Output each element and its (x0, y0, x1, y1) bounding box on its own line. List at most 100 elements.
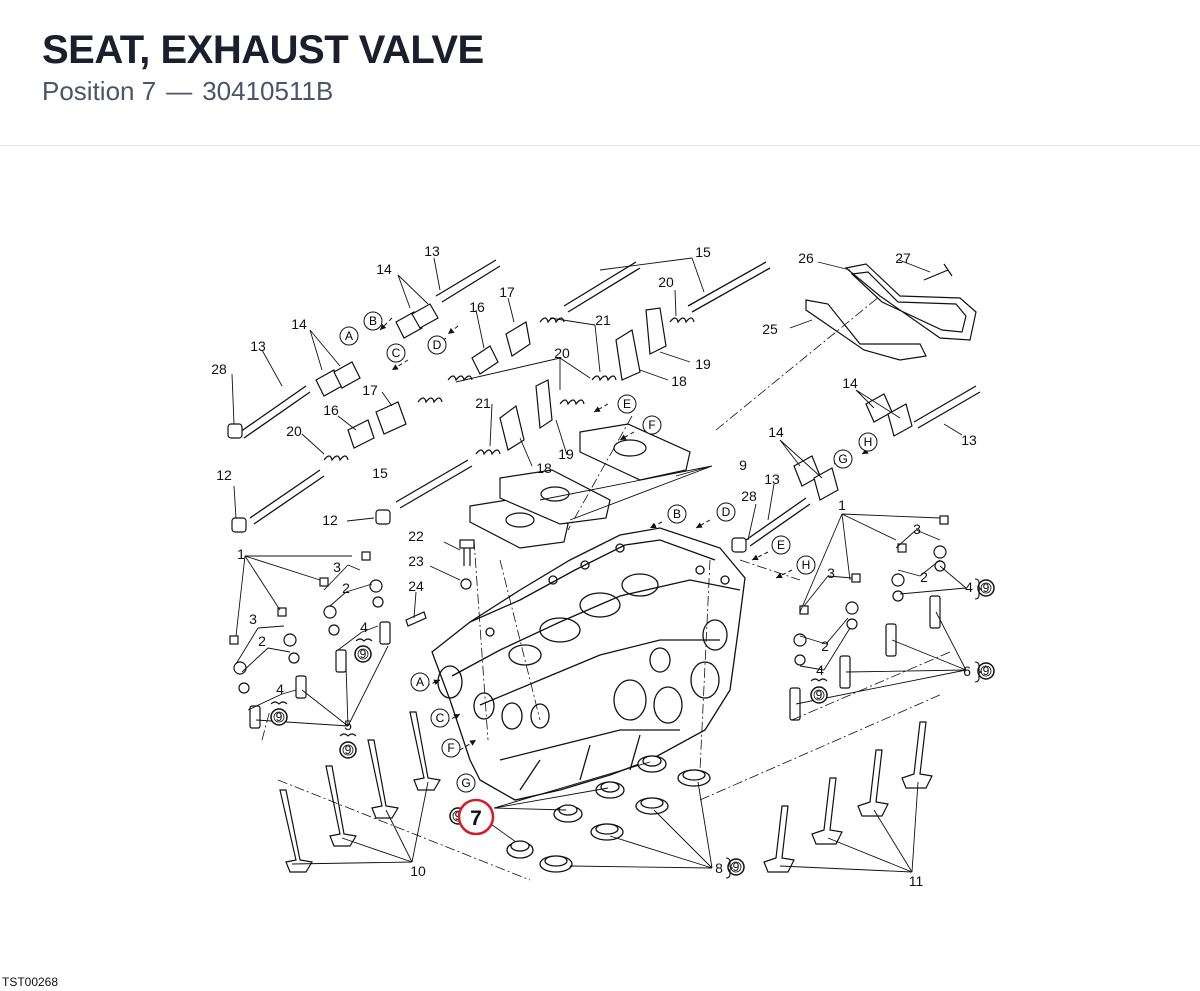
callout-21: 21 (595, 312, 611, 328)
letter-d: D (722, 505, 731, 519)
letter-c: C (436, 711, 445, 725)
kit-brackets (270, 578, 983, 879)
callout-13: 13 (764, 471, 780, 487)
callout-14: 14 (291, 316, 307, 332)
letter-f: F (447, 741, 454, 755)
letter-g: G (838, 452, 847, 466)
callout-12: 12 (322, 512, 338, 528)
letter-h: H (802, 558, 811, 572)
kit-mark-6: 9 (810, 686, 828, 704)
letter-markers: A B C D E F G H B D E H A C F G (339, 311, 878, 793)
letter-marker-g1: G (833, 449, 853, 469)
callout-14: 14 (768, 424, 784, 440)
subtitle-separator: — (166, 76, 193, 106)
page-header: SEAT, EXHAUST VALVE Position 7 — 30410511B (0, 0, 1200, 146)
position-label: Position 7 (42, 76, 157, 106)
kit-mark-label: 9 (816, 688, 823, 702)
kit-mark-3: 9 (339, 741, 357, 759)
callout-15: 15 (372, 465, 388, 481)
cover-gasket (805, 263, 977, 361)
callout-9: 9 (739, 457, 747, 473)
callout-15: 15 (695, 244, 711, 260)
bolts-and-plugs (227, 423, 747, 627)
letter-marker-d1: D (427, 335, 447, 355)
letter-marker-c1: C (386, 343, 406, 363)
callout-2: 2 (920, 569, 928, 585)
callout-20: 20 (286, 423, 302, 439)
rocker-arms (315, 303, 913, 501)
letter-c: C (392, 346, 401, 360)
callout-22: 22 (408, 528, 424, 544)
callout-17: 17 (499, 284, 515, 300)
callout-4: 4 (816, 662, 824, 678)
letter-marker-c2: C (430, 708, 450, 728)
callout-5: 5 (344, 717, 352, 733)
highlight-callout-position-7: 7 (457, 798, 495, 836)
letter-marker-f2: F (441, 738, 461, 758)
letter-g: G (461, 776, 470, 790)
callout-1: 1 (838, 497, 846, 513)
highlight-ring (457, 798, 495, 836)
callout-14: 14 (842, 375, 858, 391)
valves (279, 711, 933, 873)
callout-13: 13 (250, 338, 266, 354)
kit-mark-label: 9 (345, 743, 352, 757)
callout-12: 12 (216, 467, 232, 483)
callout-27: 27 (895, 250, 911, 266)
letter-a: A (345, 329, 353, 343)
kit-mark-label: 9 (733, 860, 740, 874)
callout-3: 3 (913, 521, 921, 537)
callout-17: 17 (362, 382, 378, 398)
callout-6: 6 (963, 663, 971, 679)
callout-10: 10 (410, 863, 426, 879)
letter-d: D (433, 338, 442, 352)
letter-e: E (623, 397, 631, 411)
letter-b: B (673, 507, 681, 521)
callout-28: 28 (211, 361, 227, 377)
callout-4: 4 (965, 579, 973, 595)
letter-h: H (864, 435, 873, 449)
rocker-shafts (239, 259, 981, 547)
letter-e: E (777, 538, 785, 552)
callout-20: 20 (658, 274, 674, 290)
valve-guides-and-seals (229, 515, 949, 729)
kit-mark-2: 9 (270, 708, 288, 726)
callout-3: 3 (249, 611, 257, 627)
letter-marker-h1: H (858, 432, 878, 452)
letter-marker-h2: H (796, 555, 816, 575)
kit-mark-label: 9 (983, 581, 990, 595)
leader-lines (231, 257, 967, 873)
letter-a: A (416, 675, 424, 689)
letter-marker-g2: G (456, 773, 476, 793)
callout-16: 16 (469, 299, 485, 315)
letter-marker-b1: B (363, 311, 383, 331)
kit-mark-4: 9 (977, 579, 995, 597)
callout-25: 25 (762, 321, 778, 337)
callout-14: 14 (376, 261, 392, 277)
part-number: 30410511B (202, 76, 334, 106)
callout-18: 18 (671, 373, 687, 389)
callout-20: 20 (554, 345, 570, 361)
callout-8: 8 (715, 860, 723, 876)
callout-19: 19 (695, 356, 711, 372)
callout-21: 21 (475, 395, 491, 411)
drawing-code: TST00268 (2, 975, 59, 989)
callout-numbers: 1 1 2 2 2 2 3 3 3 3 4 4 4 4 5 6 8 10 11 … (211, 243, 977, 889)
letter-marker-e1: E (617, 394, 637, 414)
exploded-parts-diagram: A B C D E F G H B D E H A C F G 9 9 9 9 … (211, 243, 995, 889)
callout-26: 26 (798, 250, 814, 266)
highlight-label: 7 (470, 807, 482, 830)
callout-18: 18 (536, 460, 552, 476)
camshaft-caps (469, 423, 691, 549)
page-subtitle: Position 7 — 30410511B (42, 76, 333, 107)
letter-marker-e2: E (771, 535, 791, 555)
callout-11: 11 (909, 873, 924, 889)
callout-2: 2 (258, 633, 266, 649)
letter-f: F (648, 418, 655, 432)
cylinder-head (431, 527, 746, 801)
page-title: SEAT, EXHAUST VALVE (42, 28, 484, 72)
letter-marker-f1: F (642, 415, 662, 435)
kit-mark-label: 9 (983, 664, 990, 678)
kit-mark-5: 9 (977, 662, 995, 680)
kit-mark-label: 9 (360, 647, 367, 661)
